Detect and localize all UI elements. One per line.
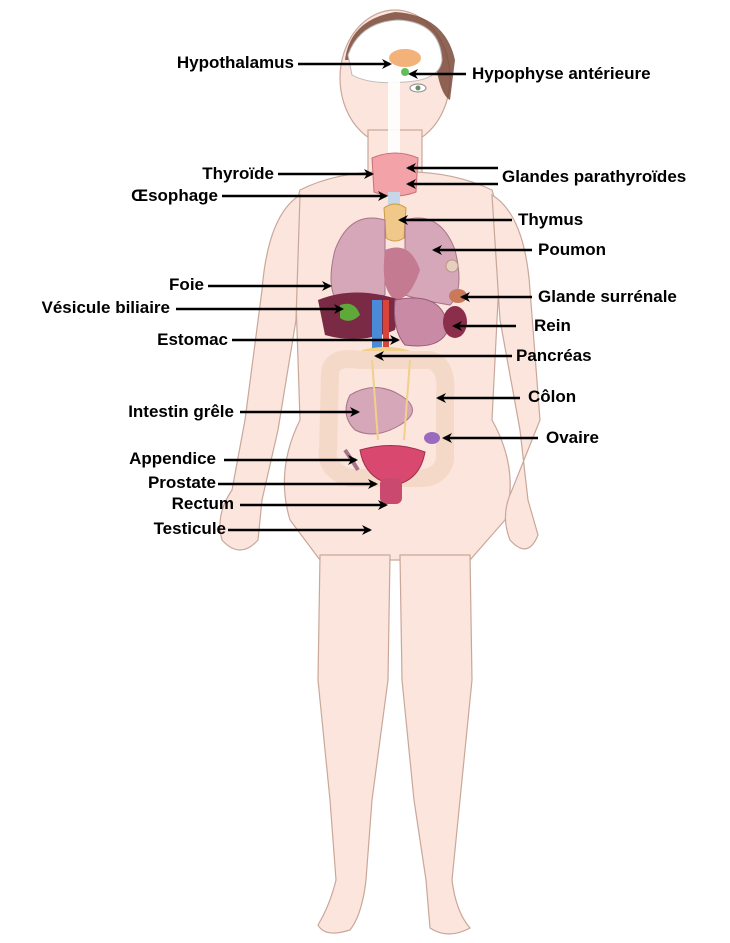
thyroid-shape (372, 153, 418, 196)
label-testicule: Testicule (154, 519, 226, 539)
rectum-shape (380, 478, 402, 504)
nipple-shape (446, 260, 458, 272)
kidney-shape (443, 306, 467, 338)
vessels-shape (372, 300, 382, 355)
label-parathyroides: Glandes parathyroïdes (502, 167, 686, 187)
pituitary-shape (401, 68, 409, 76)
left-leg-shape (318, 555, 390, 933)
label-hypophyse: Hypophyse antérieure (472, 64, 651, 84)
label-hypothalamus: Hypothalamus (177, 53, 294, 73)
label-colon: Côlon (528, 387, 576, 407)
label-ovaire: Ovaire (546, 428, 599, 448)
label-oesophage: Œsophage (131, 186, 218, 206)
label-appendice: Appendice (129, 449, 216, 469)
artery-shape (383, 300, 389, 355)
label-intestin: Intestin grêle (128, 402, 234, 422)
ovary-shape (424, 432, 440, 444)
label-foie: Foie (169, 275, 204, 295)
label-prostate: Prostate (148, 473, 216, 493)
label-poumon: Poumon (538, 240, 606, 260)
label-rein: Rein (534, 316, 571, 336)
label-vesicule: Vésicule biliaire (41, 298, 170, 318)
iris-shape (416, 86, 421, 91)
thymus-shape (384, 204, 406, 241)
label-surrenale: Glande surrénale (538, 287, 677, 307)
right-leg-shape (400, 555, 472, 934)
label-estomac: Estomac (157, 330, 228, 350)
label-pancreas: Pancréas (516, 346, 592, 366)
hypothalamus-shape (389, 49, 421, 67)
label-thyroide: Thyroïde (202, 164, 274, 184)
label-thymus: Thymus (518, 210, 583, 230)
label-rectum: Rectum (172, 494, 234, 514)
